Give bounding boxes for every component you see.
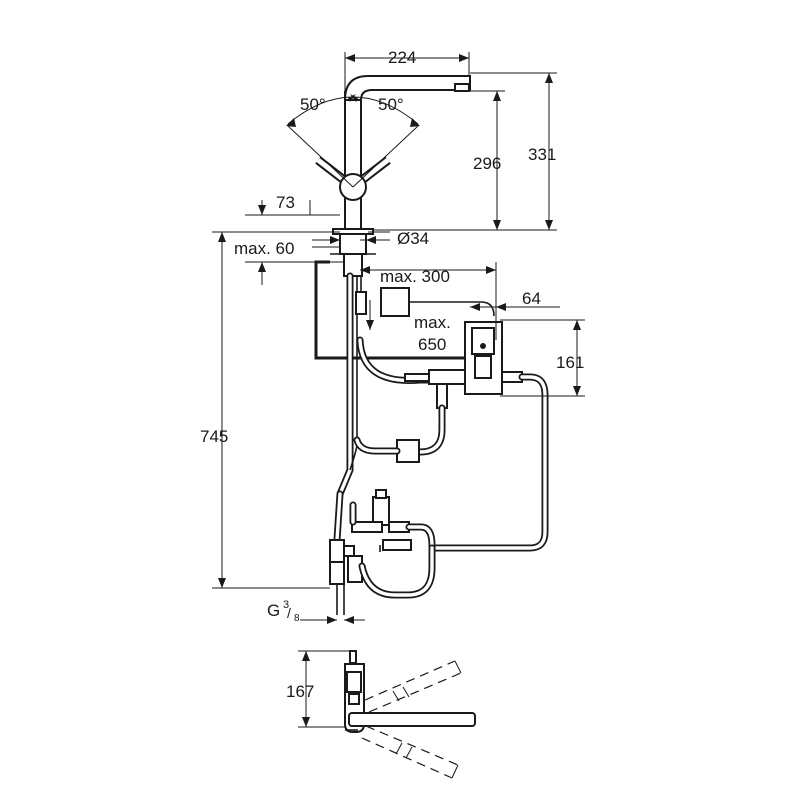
base-shank [339,233,367,255]
angle-left-label: 50° [300,95,326,114]
dim-reach-boxes: max. 300 64 161 max. 650 [360,262,585,397]
dim-lever: 73 [245,193,340,216]
dim-box-height-label: 161 [556,353,584,372]
valve-body [372,496,390,526]
side-lever [348,712,476,727]
thread-callout: G 3 / 8 [267,599,365,624]
angle-arrow-right [410,118,420,127]
dim-total-height-label: 331 [528,145,556,164]
angle-arrow-left [286,118,296,127]
dim-max-deck-label: max. 60 [234,239,294,258]
wall-box [380,287,410,317]
dim-heights: 296 331 [373,72,557,231]
dim-box-offset-label: 64 [522,289,541,308]
dim-side-height-label: 167 [286,682,314,701]
dim-lever-label: 73 [276,193,295,212]
side-spout-tip [349,650,357,664]
lever-swing-up [364,660,462,713]
hose-connector [355,291,367,315]
faucet-column [344,91,362,231]
tee-fitting [351,521,383,533]
hose-return [430,373,549,552]
under-deck-assembly [314,253,549,615]
lever-swing-down [361,725,459,779]
side-view: 167 [286,650,476,779]
dim-below-deck-label: 745 [200,427,228,446]
thread-denominator: 8 [294,613,300,624]
spout-outlet [454,83,470,92]
dim-max-depth-label: max. [414,313,451,332]
deck-dimensions: Ø34 max. 60 [212,229,429,285]
dim-reach: 224 [344,48,470,92]
dim-below-deck: 745 [200,232,330,589]
dim-max-depth-value: 650 [418,335,446,354]
cabinet-wall [314,260,472,360]
inlet-fitting-left [428,369,466,385]
dim-outlet-height-label: 296 [473,154,501,173]
dim-reach-label: 224 [388,48,416,67]
faucet-spout [343,75,471,101]
angle-indicators: 50° 50° [286,94,420,188]
thread-main-label: G [267,601,280,620]
svg-text:/: / [287,605,291,621]
thread-numerator: 3 [283,599,289,611]
angle-right-label: 50° [378,95,404,114]
dim-shank-diameter-label: Ø34 [397,229,429,248]
dim-max-hose-reach-label: max. 300 [380,267,450,286]
connection-fitting [329,539,345,563]
